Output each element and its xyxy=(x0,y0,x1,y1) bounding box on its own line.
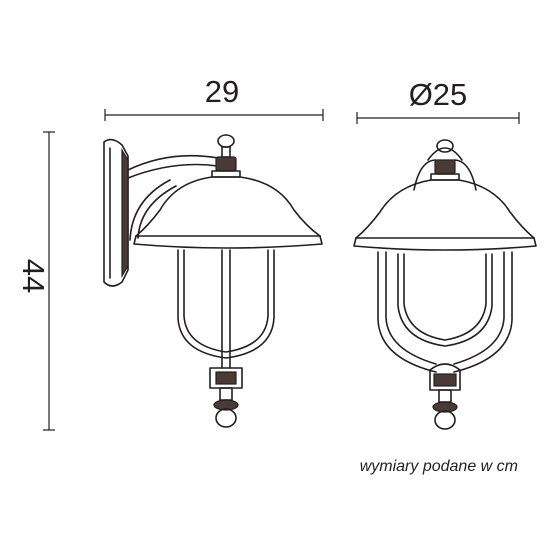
front-frame-left-inner xyxy=(385,251,437,365)
side-finial-knob xyxy=(217,134,235,148)
arm-upper-inner xyxy=(127,163,219,179)
front-glass-inner xyxy=(403,253,487,341)
height-dimension: 44 xyxy=(16,131,55,431)
wall-plate xyxy=(103,138,129,287)
arm-brace xyxy=(129,179,171,241)
side-finial-neck xyxy=(221,146,231,158)
width-label: 29 xyxy=(205,74,239,109)
front-bottom-band xyxy=(433,373,457,387)
side-finial-base xyxy=(211,170,241,178)
height-label: 44 xyxy=(16,259,51,293)
side-bottom-band xyxy=(215,371,237,385)
side-bottom-disc xyxy=(213,399,239,411)
front-frame-right-inner xyxy=(453,251,505,365)
front-frame-left xyxy=(377,251,437,373)
units-note: wymiary podane w cm xyxy=(360,458,518,475)
diameter-label: Ø25 xyxy=(409,77,468,112)
wall-plate-edge xyxy=(121,147,129,279)
side-glass xyxy=(177,249,275,359)
side-finial-collar xyxy=(215,156,237,172)
front-finial-knob xyxy=(436,139,454,153)
diameter-dimension: Ø25 xyxy=(356,77,520,124)
front-finial-base xyxy=(430,173,460,181)
arm-upper xyxy=(127,154,219,171)
side-glass-inner xyxy=(183,249,269,353)
front-bottom-neck xyxy=(438,389,452,403)
front-finial-collar xyxy=(434,159,456,175)
side-bottom-knob xyxy=(215,408,237,428)
front-bottom-disc xyxy=(432,401,458,413)
arm-brace-inner xyxy=(137,185,177,239)
side-view-lamp xyxy=(103,134,323,428)
width-dimension: 29 xyxy=(104,74,324,121)
side-shade-rim xyxy=(133,235,323,249)
front-hanger-right xyxy=(453,159,477,191)
side-bottom-neck xyxy=(219,387,233,401)
front-bottom-housing xyxy=(429,363,461,391)
front-glass xyxy=(397,253,493,347)
front-bottom-knob xyxy=(434,410,456,430)
front-view-lamp xyxy=(353,139,537,430)
side-shade xyxy=(135,176,321,237)
front-frame-right xyxy=(453,251,513,373)
front-shade-rim xyxy=(353,237,537,251)
front-hanger-left xyxy=(413,159,437,191)
front-shade xyxy=(355,179,535,239)
front-hanger-arch xyxy=(427,147,463,161)
